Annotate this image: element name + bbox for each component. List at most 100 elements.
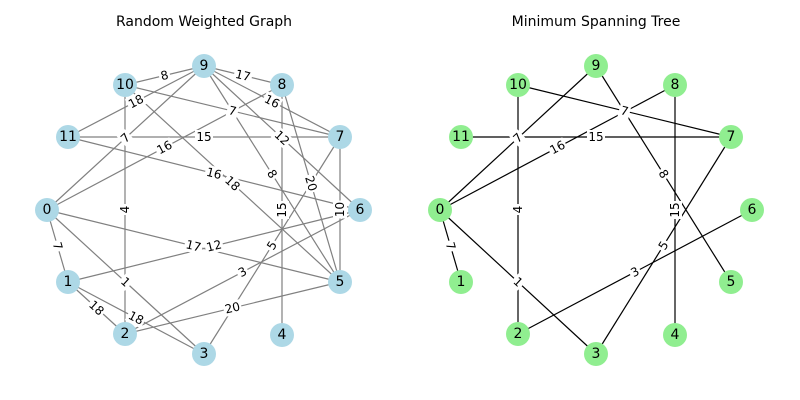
node-circle: [113, 322, 137, 346]
edge-weight-text: 10: [333, 202, 347, 217]
node-3: 3: [584, 342, 608, 366]
panel-title-right: Minimum Spanning Tree: [512, 14, 681, 30]
edge-weight-label: 12: [203, 237, 225, 255]
edge-weight-label: 16: [203, 164, 225, 183]
edge-weight-text: 7: [619, 103, 630, 118]
node-circle: [506, 322, 530, 346]
edge-weight-text: 7: [443, 240, 459, 251]
node-circle: [56, 125, 80, 149]
edge-weight-label: 7: [225, 102, 240, 120]
node-circle: [113, 73, 137, 97]
edge-label-background: [668, 201, 682, 219]
node-label: 1: [457, 274, 466, 290]
node-10: 10: [506, 73, 530, 97]
node-circle: [584, 342, 608, 366]
edge-weight-label: 18: [124, 91, 148, 112]
edge-weight-label: 18: [124, 307, 148, 329]
edge-label-background: [654, 165, 673, 183]
edge-weight-label: 16: [260, 91, 284, 112]
edge-weight-label: 16: [546, 137, 569, 158]
edge-label-background: [626, 263, 644, 281]
node-1: 1: [449, 270, 473, 294]
edge-weight-text: 18: [126, 308, 146, 328]
edge-label-background: [85, 296, 108, 320]
edge-label-background: [157, 67, 172, 84]
edge-weight-text: 7: [227, 103, 238, 118]
edge-weight-text: 17: [184, 237, 202, 254]
node-label: 5: [727, 274, 736, 290]
node-label: 3: [200, 346, 209, 362]
edge-label-background: [654, 237, 673, 254]
edge-label-background: [263, 165, 281, 183]
edge-label-background: [203, 237, 225, 255]
node-label: 0: [43, 202, 52, 218]
node-circle: [663, 323, 687, 347]
edge-weight-text: 15: [668, 202, 682, 217]
edge-label-background: [587, 130, 605, 144]
edge-weight-label: 15: [275, 201, 289, 219]
edge-weight-text: 16: [547, 138, 567, 158]
edge-label-background: [617, 102, 632, 120]
edge-weight-label: 3: [626, 263, 644, 281]
node-8: 8: [663, 73, 687, 97]
edge-weight-label: 17: [232, 66, 254, 85]
node-label: 6: [356, 202, 365, 218]
edge-weight-label: 7: [617, 102, 632, 120]
edge-label-background: [203, 164, 225, 183]
edge-label-background: [234, 263, 251, 281]
edge-weight-text: 20: [302, 174, 320, 193]
edge-label-background: [153, 137, 176, 158]
node-label: 7: [727, 129, 736, 145]
edge-weight-text: 4: [118, 206, 132, 214]
node-label: 9: [200, 58, 209, 74]
edge-weight-label: 8: [654, 165, 673, 183]
edge-label-background: [221, 172, 244, 195]
node-label: 4: [278, 327, 287, 343]
edge-weight-text: 12: [205, 237, 223, 254]
edge-label-background: [275, 201, 289, 219]
edge-weight-text: 17: [234, 67, 252, 84]
edge-label-background: [183, 237, 204, 255]
node-4: 4: [663, 323, 687, 347]
edge-weight-label: 15: [587, 130, 605, 144]
edge-labels-right: 7 1 7 16 4 35 15 8 15 7: [442, 102, 682, 291]
node-1: 1: [56, 270, 80, 294]
edge-weight-text: 15: [588, 130, 603, 144]
node-label: 2: [514, 326, 523, 342]
edge-label-background: [511, 204, 525, 215]
edge-label-background: [124, 91, 148, 112]
panel-title-left: Random Weighted Graph: [116, 14, 292, 30]
node-label: 10: [116, 77, 134, 93]
edge-weight-label: 4: [511, 204, 525, 215]
node-label: 9: [592, 58, 601, 74]
node-5: 5: [328, 270, 352, 294]
edge-weight-label: 5: [654, 237, 673, 254]
edge-weight-label: 1: [116, 273, 135, 291]
edge-weight-label: 1: [509, 273, 527, 291]
node-circle: [584, 54, 608, 78]
edge-label-background: [546, 137, 569, 158]
edge-weight-label: 7: [509, 129, 527, 147]
node-circle: [270, 323, 294, 347]
edge-weight-text: 16: [154, 138, 174, 158]
node-11: 11: [56, 125, 80, 149]
node-circle: [192, 342, 216, 366]
edge-weight-label: 20: [222, 299, 243, 317]
node-circle: [328, 125, 352, 149]
edge-label-background: [301, 172, 321, 195]
node-circle: [740, 198, 764, 222]
edge-weight-text: 16: [205, 165, 223, 182]
node-7: 7: [328, 125, 352, 149]
node-label: 11: [452, 129, 470, 145]
node-3: 3: [192, 342, 216, 366]
node-2: 2: [506, 322, 530, 346]
edge-weight-label: 16: [153, 137, 176, 158]
node-circle: [328, 270, 352, 294]
node-8: 8: [270, 73, 294, 97]
edge-weight-label: 20: [301, 172, 321, 195]
node-0: 0: [428, 198, 452, 222]
